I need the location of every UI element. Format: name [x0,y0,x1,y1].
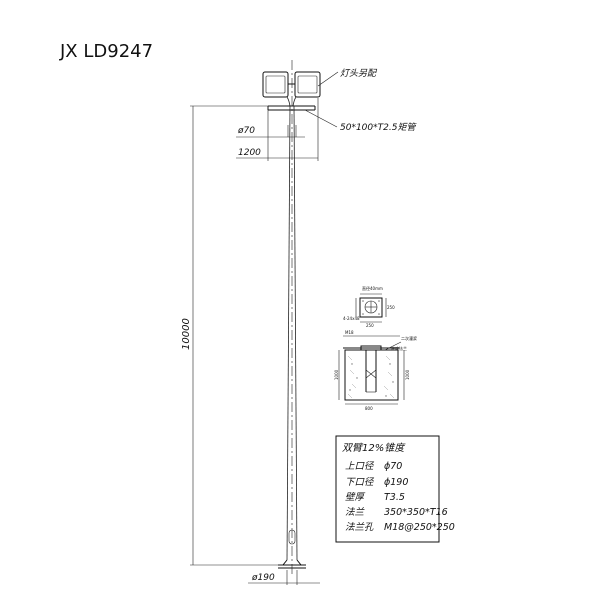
svg-text:ϕ190: ϕ190 [384,477,408,488]
svg-text:1000: 1000 [405,369,410,380]
svg-text:法兰孔: 法兰孔 [345,522,374,533]
svg-text:50*100*T2.5矩管: 50*100*T2.5矩管 [340,122,417,133]
svg-text:800: 800 [365,406,373,411]
hand-hole [288,529,296,545]
svg-text:直径40mm: 直径40mm [362,285,383,291]
lamp-heads [262,71,321,98]
svg-text:ϕ70: ϕ70 [384,461,402,472]
svg-text:250: 250 [366,323,374,328]
svg-text:ø190: ø190 [251,573,275,583]
svg-text:二次灌浆: 二次灌浆 [401,335,417,341]
svg-text:ø70: ø70 [237,126,255,136]
arms [267,96,316,111]
foundation-block [344,349,399,401]
foundation-plan-view: 直径40mm 4-24x48 250 250 [343,285,395,328]
svg-text:M18: M18 [345,330,354,335]
svg-text:4-24x48: 4-24x48 [343,316,360,321]
spec-table-title: 双臂12%锥度 [342,442,406,454]
spec-table: 双臂12%锥度 上口径 ϕ70 下口径 ϕ190 壁厚 T3.5 法兰 350*… [335,435,455,543]
svg-text:灯头另配: 灯头另配 [340,68,378,79]
svg-text:1200: 1200 [238,148,261,158]
svg-text:法兰: 法兰 [345,507,366,518]
pole [278,60,306,575]
svg-text:壁厚: 壁厚 [345,491,366,503]
svg-text:上口径: 上口径 [345,461,375,472]
svg-text:M18@250*250: M18@250*250 [384,522,455,533]
svg-text:T3.5: T3.5 [384,492,405,503]
height-label: 10000 [181,318,192,350]
svg-text:1000: 1000 [334,369,339,380]
top-diameter-dimension: ø70 [236,125,305,138]
arm-span-dimension: 1200 [236,98,319,161]
foundation-section-view: M18 二次灌浆 底座法兰 1000 1000 800 [334,330,417,411]
lamp-note: 灯头另配 [317,68,378,87]
model-title: JX LD9247 [59,41,153,62]
height-dimension: 10000 [181,105,287,566]
arm-note: 50*100*T2.5矩管 [304,109,417,133]
svg-text:下口径: 下口径 [345,477,375,488]
bottom-diameter-dimension: ø190 [248,570,320,585]
svg-text:250: 250 [387,305,395,310]
svg-text:350*350*T16: 350*350*T16 [384,507,448,518]
